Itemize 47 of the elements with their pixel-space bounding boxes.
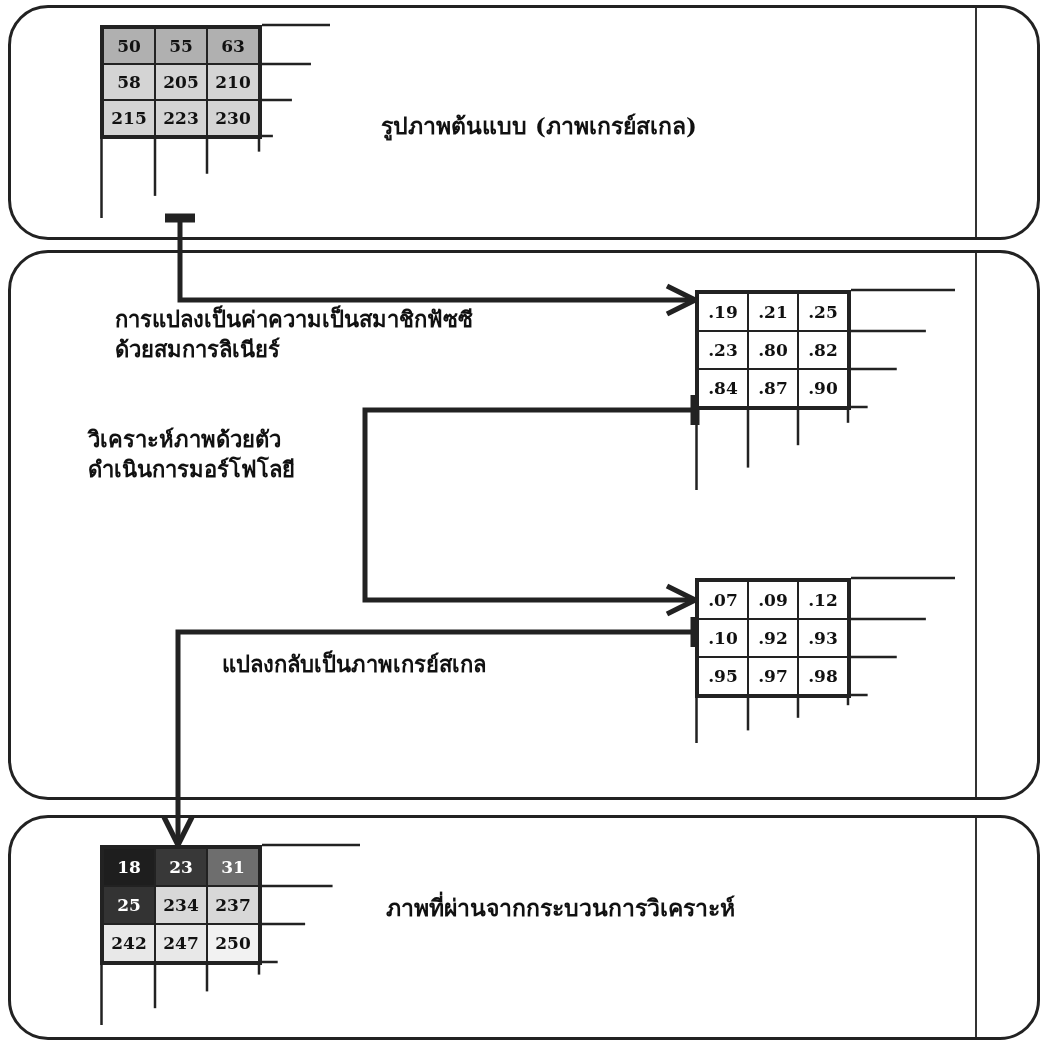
pixel-value: 25	[103, 886, 155, 924]
pixel-value: .87	[748, 369, 798, 407]
pixel-value: 55	[155, 28, 207, 64]
pixel-grid	[100, 845, 360, 1025]
pixel-value: .19	[698, 293, 748, 331]
pixel-value: 234	[155, 886, 207, 924]
rounded-panel	[8, 250, 1040, 800]
pixel-value: .25	[798, 293, 848, 331]
pixel-value: .93	[798, 619, 848, 657]
pixel-value: 23	[155, 848, 207, 886]
pixel-value: .23	[698, 331, 748, 369]
connector-arrow	[362, 395, 700, 617]
pixel-value: .97	[748, 657, 798, 695]
pixel-value: 215	[103, 100, 155, 136]
pixel-value: .12	[798, 581, 848, 619]
pixel-value: .09	[748, 581, 798, 619]
pixel-value: .98	[798, 657, 848, 695]
pixel-value: 205	[155, 64, 207, 100]
pixel-value: .80	[748, 331, 798, 369]
pixel-value: 230	[207, 100, 259, 136]
pixel-value: 250	[207, 924, 259, 962]
pixel-value: .82	[798, 331, 848, 369]
pixel-value: 58	[103, 64, 155, 100]
pixel-value: 247	[155, 924, 207, 962]
rounded-panel	[8, 815, 1040, 1040]
pixel-value: .92	[748, 619, 798, 657]
pixel-value: 50	[103, 28, 155, 64]
panel-caption: รูปภาพต้นแบบ (ภาพเกรย์สเกล)	[381, 111, 697, 143]
rounded-panel	[8, 5, 1040, 240]
pixel-value: .95	[698, 657, 748, 695]
pixel-value: 63	[207, 28, 259, 64]
pixel-grid	[695, 578, 955, 743]
pixel-grid	[695, 290, 955, 490]
pixel-value: 31	[207, 848, 259, 886]
pixel-value: .10	[698, 619, 748, 657]
pixel-value: 210	[207, 64, 259, 100]
pixel-value: .07	[698, 581, 748, 619]
connector-arrow	[165, 213, 698, 317]
pixel-value: 237	[207, 886, 259, 924]
pixel-value: .90	[798, 369, 848, 407]
panel-caption: ภาพที่ผ่านจากกระบวนการวิเคราะห์	[386, 890, 735, 926]
pixel-value: 18	[103, 848, 155, 886]
pixel-value: .84	[698, 369, 748, 407]
pixel-value: 223	[155, 100, 207, 136]
pixel-value: 242	[103, 924, 155, 962]
pixel-grid	[100, 25, 330, 218]
pixel-value: .21	[748, 293, 798, 331]
